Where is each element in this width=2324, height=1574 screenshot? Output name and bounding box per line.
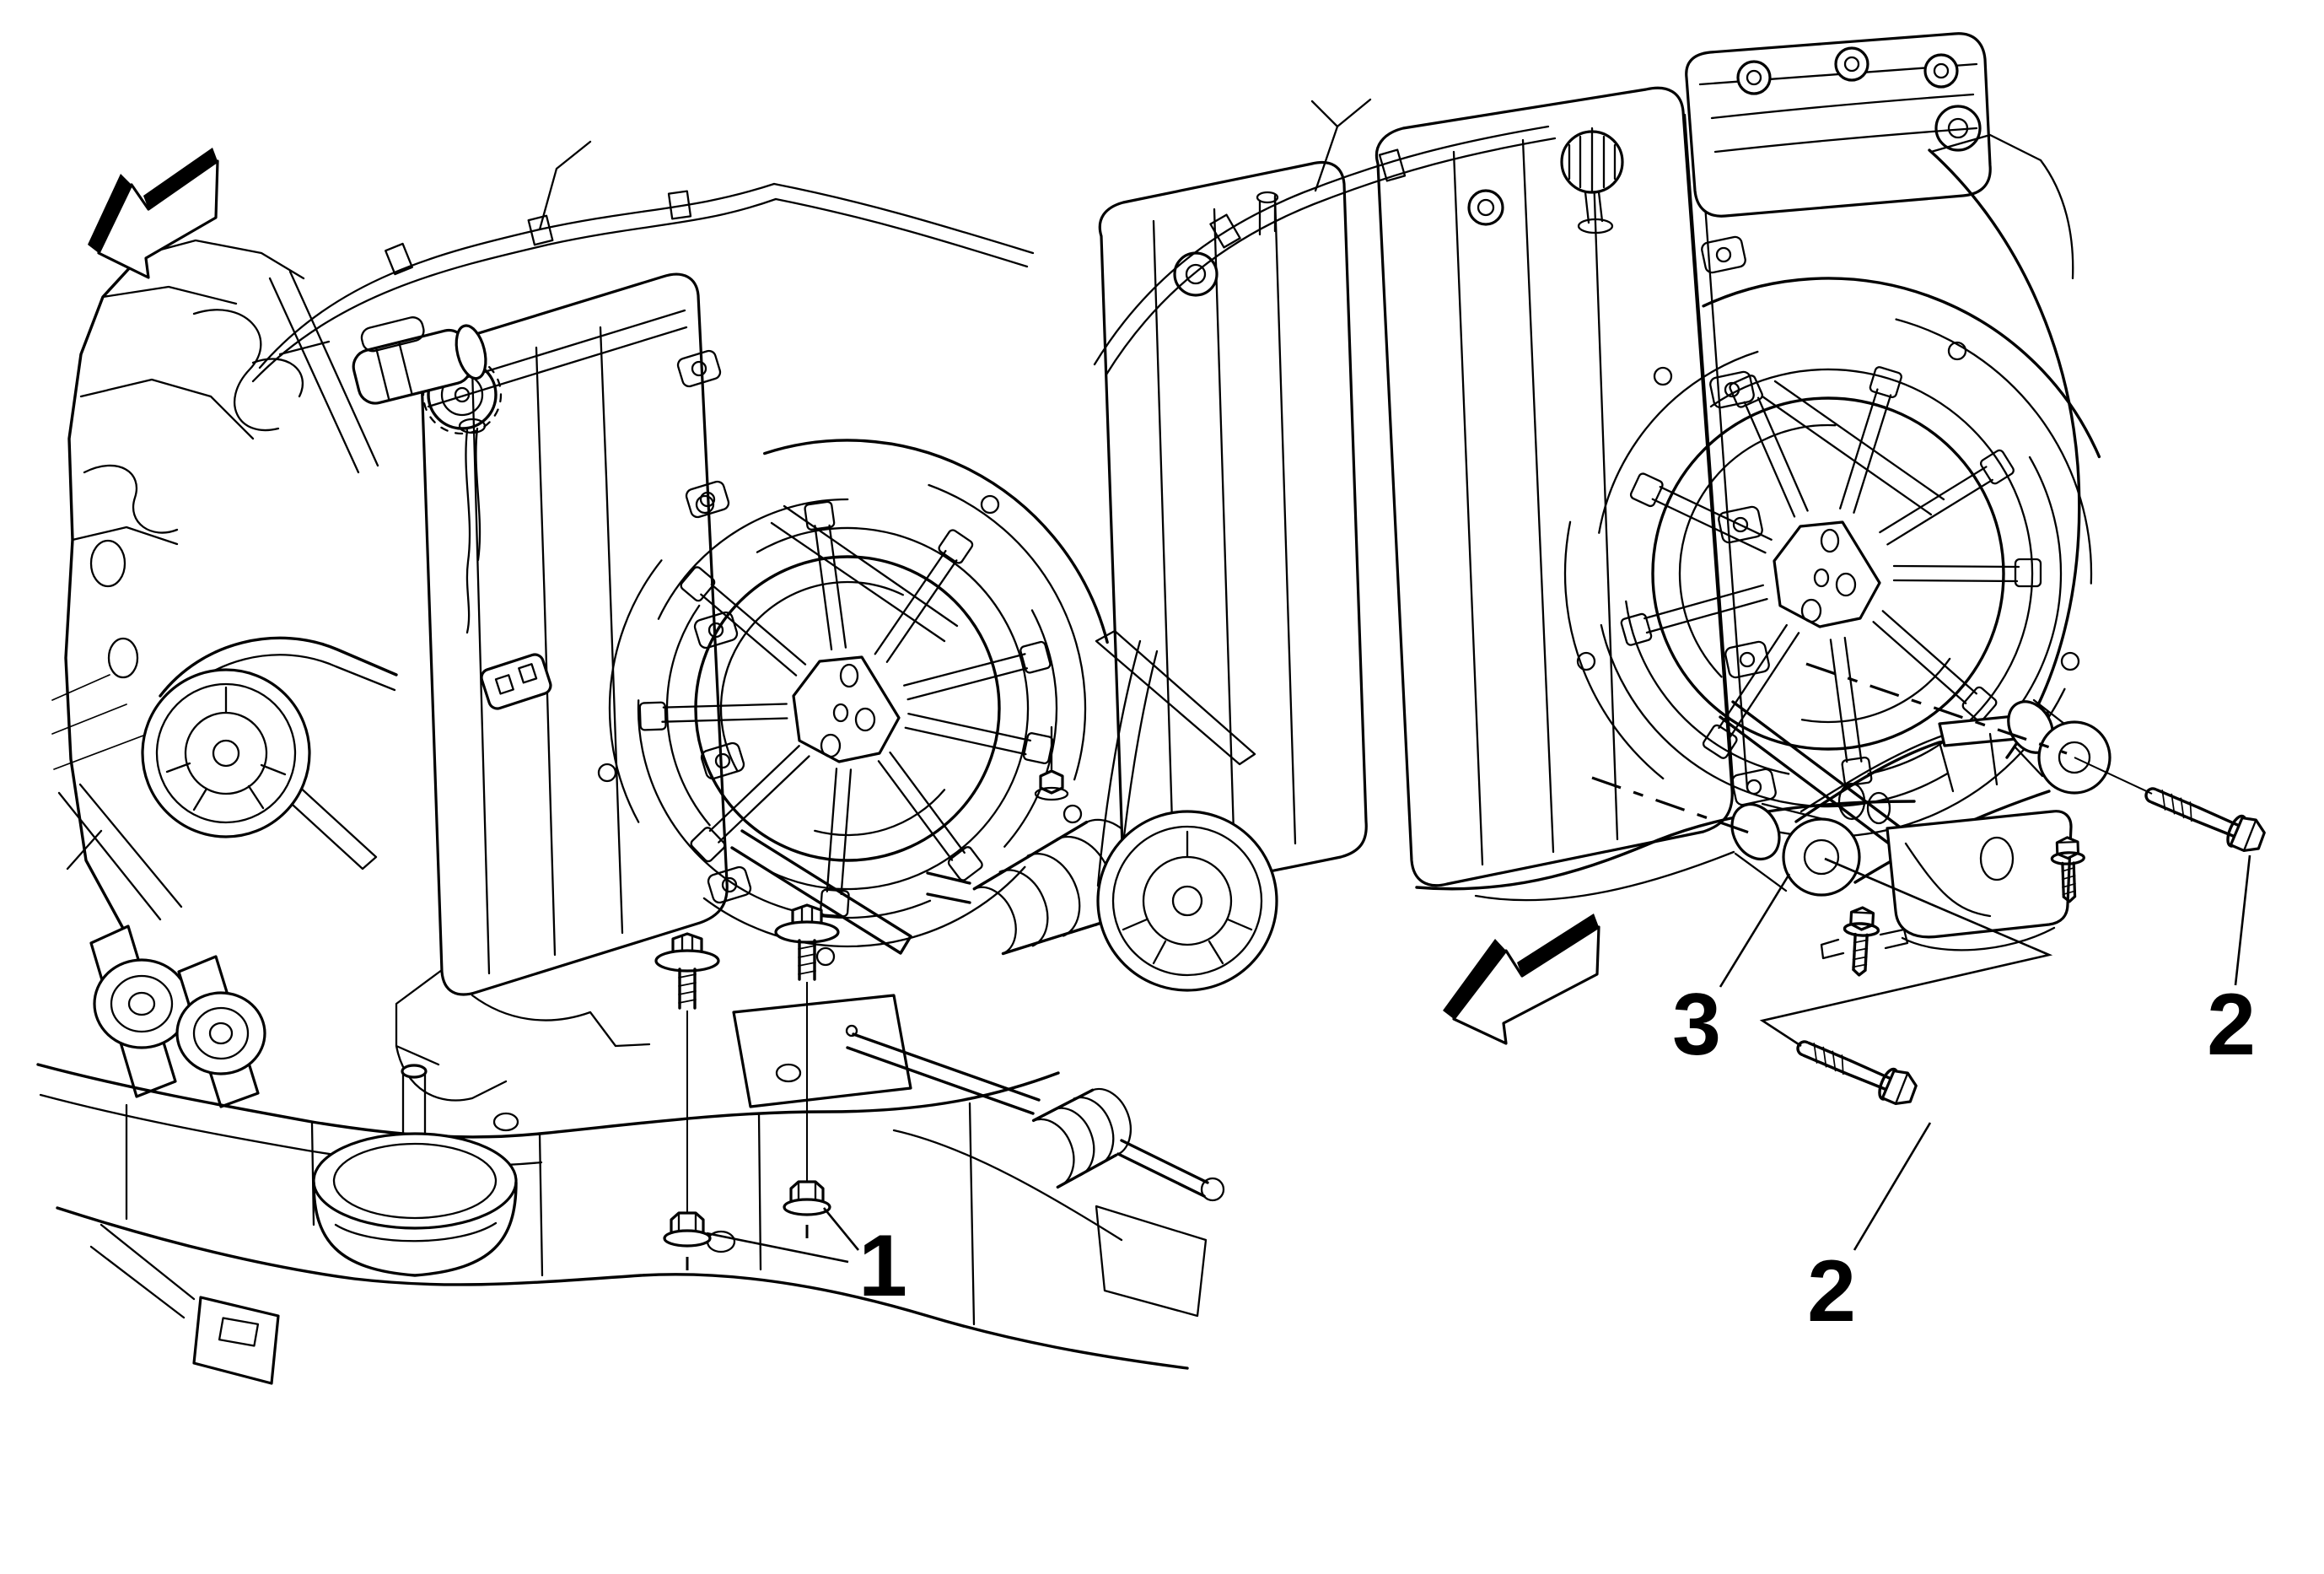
subframe — [36, 924, 1225, 1385]
connector — [480, 653, 552, 710]
crank-pulley-left — [141, 636, 398, 838]
left-assembly — [36, 140, 1225, 1385]
callout-3: 3 — [1672, 976, 1721, 1074]
view-direction-arrow-top-left — [88, 148, 219, 279]
valve-cover — [1685, 32, 1992, 218]
annotations: 1 2 2 3 — [88, 148, 2270, 1340]
callout-2-lower: 2 — [1807, 1242, 1856, 1340]
left-engine-block — [51, 239, 379, 936]
right-assembly — [1093, 32, 2125, 992]
bell-housing-fan-left — [578, 439, 1117, 978]
mount-stud-bolt-left — [1820, 905, 1909, 978]
pulley-right — [1095, 629, 1278, 992]
harness-left — [251, 140, 1035, 383]
end-cover-right — [1098, 161, 1368, 898]
dipstick-tube — [458, 418, 487, 634]
mount-bolts-1 — [654, 903, 840, 1280]
transmission-mount-bracket — [1730, 698, 2112, 978]
mount-bracket-bolt-right — [2138, 774, 2270, 858]
transaxle-case-left — [395, 272, 752, 1102]
view-direction-arrow-center — [1443, 914, 1600, 1045]
breather-cap — [1560, 130, 1624, 234]
callout-1: 1 — [858, 1217, 907, 1315]
transaxle-case-right — [1375, 86, 1777, 887]
engine-mount — [312, 1064, 518, 1277]
starter-motor — [352, 316, 487, 405]
harness-right — [1093, 98, 1557, 376]
transmission-mount — [1886, 810, 2073, 951]
mount-bracket-bolt-lower — [1790, 1027, 1922, 1111]
callout-2-right: 2 — [2207, 976, 2256, 1074]
